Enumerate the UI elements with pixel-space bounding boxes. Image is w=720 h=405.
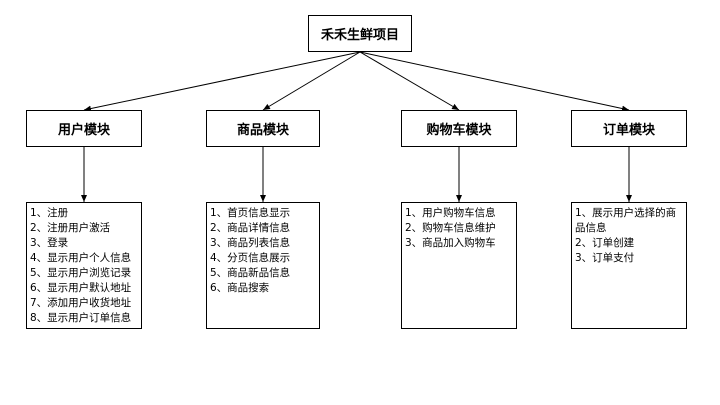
list-item: 1、用户购物车信息 (405, 207, 496, 219)
root-node: 禾禾生鲜项目 (308, 15, 412, 52)
list-item: 4、分页信息展示 (210, 252, 291, 264)
list-item: 1、注册 (30, 207, 69, 219)
module-user-title: 用户模块 (26, 110, 142, 147)
list-item: 3、登录 (30, 237, 69, 249)
module-cart-label: 购物车模块 (426, 123, 492, 138)
list-item: 5、商品新品信息 (210, 267, 291, 279)
module-product-detail: 1、首页信息显示 2、商品详情信息 3、商品列表信息 4、分页信息展示 5、商品… (206, 202, 320, 329)
module-order-title: 订单模块 (571, 110, 687, 147)
list-item: 3、商品加入购物车 (405, 237, 496, 249)
list-item: 1、首页信息显示 (210, 207, 291, 219)
arrow-root-to-user (83, 51, 361, 112)
module-cart-detail: 1、用户购物车信息 2、购物车信息维护 3、商品加入购物车 (401, 202, 517, 329)
list-item: 2、商品详情信息 (210, 222, 291, 234)
list-item: 5、显示用户浏览记录 (30, 267, 132, 279)
module-product-title: 商品模块 (206, 110, 320, 147)
list-item: 2、订单创建 (575, 237, 635, 249)
list-item: 2、购物车信息维护 (405, 222, 496, 234)
module-order-list: 1、展示用户选择的商品信息 2、订单创建 3、订单支付 (572, 203, 686, 266)
module-order-detail: 1、展示用户选择的商品信息 2、订单创建 3、订单支付 (571, 202, 687, 329)
arrow-root-to-order (359, 51, 630, 112)
module-user-list: 1、注册 2、注册用户激活 3、登录 4、显示用户个人信息 5、显示用户浏览记录… (27, 203, 141, 326)
list-item: 1、展示用户选择的商品信息 (575, 207, 677, 234)
module-order-label: 订单模块 (602, 123, 655, 138)
list-item: 3、订单支付 (575, 252, 635, 264)
list-item: 3、商品列表信息 (210, 237, 291, 249)
module-cart-title: 购物车模块 (401, 110, 517, 147)
list-item: 4、显示用户个人信息 (30, 252, 132, 264)
module-product-list: 1、首页信息显示 2、商品详情信息 3、商品列表信息 4、分页信息展示 5、商品… (207, 203, 319, 296)
root-label: 禾禾生鲜项目 (320, 28, 399, 43)
module-product-label: 商品模块 (236, 123, 289, 138)
arrow-root-to-cart (359, 51, 460, 111)
module-user-detail: 1、注册 2、注册用户激活 3、登录 4、显示用户个人信息 5、显示用户浏览记录… (26, 202, 142, 329)
module-cart-list: 1、用户购物车信息 2、购物车信息维护 3、商品加入购物车 (402, 203, 516, 251)
module-user-label: 用户模块 (57, 123, 110, 138)
list-item: 6、商品搜索 (210, 282, 270, 294)
list-item: 7、添加用户收货地址 (30, 297, 132, 309)
list-item: 8、显示用户订单信息 (30, 312, 132, 324)
list-item: 2、注册用户激活 (30, 222, 111, 234)
list-item: 6、显示用户默认地址 (30, 282, 132, 294)
arrow-root-to-product (262, 51, 361, 111)
